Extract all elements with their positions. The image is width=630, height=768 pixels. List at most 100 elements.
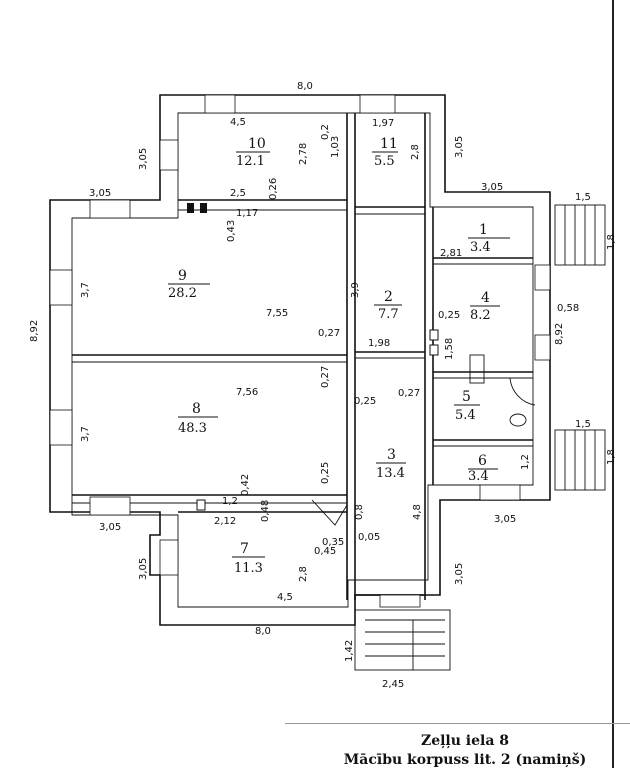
dim-d-2-12: 2,12 [214, 516, 236, 527]
caption-rule [285, 723, 630, 724]
room-10-number: 10 [248, 136, 266, 152]
dim-room9-h: 3,7 [80, 282, 91, 298]
room-8-area: 48.3 [178, 421, 207, 436]
room-3-area: 13.4 [376, 466, 405, 481]
dim-room10-w: 4,5 [230, 117, 246, 128]
room-11-number: 11 [380, 136, 398, 152]
dim-wing-c: 3,05 [454, 136, 465, 158]
dim-room3-h: 4,8 [412, 504, 423, 520]
dim-room6-h: 1,2 [520, 454, 531, 470]
dim-d-1-17: 1,17 [236, 208, 258, 219]
stair-right-bottom [554, 429, 606, 491]
window-room4-right-b [534, 334, 551, 361]
dim-wing-a: 3,05 [138, 148, 149, 170]
dim-d-1-03: 1,03 [330, 136, 341, 158]
room-9-area: 28.2 [168, 286, 197, 301]
dim-d-0-25a: 0,25 [354, 396, 376, 407]
caption-address: Zeļļu iela 8 [420, 733, 510, 749]
dim-room7-h: 2,8 [298, 566, 309, 582]
dim-top-width: 8,0 [297, 81, 313, 92]
room-5-area: 5.4 [455, 408, 476, 423]
window-room7-left [159, 539, 179, 576]
dim-d-0-27c: 0,27 [398, 388, 420, 399]
room-9-number: 9 [178, 268, 187, 284]
room-2-area: 7.7 [378, 307, 399, 322]
stair-right-top [554, 204, 606, 266]
caption-building: Mācību korpuss lit. 2 (namiņš) [343, 752, 587, 768]
room-4-number: 4 [481, 290, 490, 306]
dim-d-0-48: 0,48 [260, 500, 271, 522]
outer-walls [49, 94, 551, 626]
room-6-number: 6 [478, 453, 487, 469]
dim-room4-w: 0,58 [557, 303, 579, 314]
dim-wing-e: 3,05 [99, 522, 121, 533]
dim-stair-rt-w: 1,5 [575, 192, 591, 203]
dim-d-1-58: 1,58 [444, 338, 455, 360]
window-top-right [359, 94, 396, 114]
room-4-area: 8.2 [470, 308, 491, 323]
door-swing [509, 377, 536, 406]
interior-walls [72, 113, 533, 600]
toilet-fixture [509, 413, 527, 427]
windows [49, 94, 551, 608]
stove-fixture-a [187, 203, 194, 213]
dim-stair-rt-h: 1,8 [606, 234, 617, 250]
stove-fixture-b [200, 203, 207, 213]
dim-wing-f: 3,05 [138, 558, 149, 580]
dim-d-0-25c: 0,25 [320, 462, 331, 484]
room-7-number: 7 [240, 541, 249, 557]
dim-wing-d: 3,05 [481, 182, 503, 193]
window-top-left [204, 94, 236, 114]
room-6-area: 3.4 [468, 469, 489, 484]
room-1-area: 3.4 [470, 240, 491, 255]
dim-stair-rb-h: 1,8 [606, 449, 617, 465]
window-room9-left [49, 269, 73, 306]
window-room10-left [159, 139, 179, 171]
dim-right-height: 8,92 [554, 323, 565, 345]
dim-d-0-42: 0,42 [240, 474, 251, 496]
dim-d-0-27b: 0,27 [320, 366, 331, 388]
dim-room2-h: 3,9 [350, 282, 361, 298]
fixtures [187, 203, 536, 511]
stair-bottom [354, 609, 451, 671]
dimension-labels: 8,0 8,0 8,92 8,92 3,05 3,05 3,05 3,05 3,… [29, 81, 617, 690]
dim-room9-w: 7,55 [266, 308, 288, 319]
dim-room11-w: 1,97 [372, 118, 394, 129]
window-room8-left [49, 409, 73, 446]
room-2-number: 2 [384, 289, 393, 305]
dim-wing-b: 3,05 [89, 188, 111, 199]
dim-d-0-27a: 0,27 [318, 328, 340, 339]
window-room8-bottom [89, 496, 131, 516]
dim-d-0-43: 0,43 [226, 220, 237, 242]
room-10-area: 12.1 [236, 154, 265, 169]
dim-room7-w: 4,5 [277, 592, 293, 603]
dim-wing-h: 3,05 [454, 563, 465, 585]
stove-fixture-d [429, 329, 439, 341]
dim-room11-h: 2,8 [410, 144, 421, 160]
dim-room8-w: 7,56 [236, 387, 258, 398]
room-1-number: 1 [479, 222, 488, 238]
room-7-area: 11.3 [234, 561, 263, 576]
dim-room2-w: 1,98 [368, 338, 390, 349]
floor-plan: 10 12.1 11 5.5 9 28.2 8 48.3 7 11.3 2 7.… [29, 81, 617, 690]
dim-stair-rb-w: 1,5 [575, 419, 591, 430]
dim-stair-b-h: 1,42 [344, 640, 355, 662]
room-11-area: 5.5 [374, 154, 395, 169]
dim-d-0-25b: 0,25 [438, 310, 460, 321]
dim-stair-b-w: 2,45 [382, 679, 404, 690]
stove-fixture-e [429, 344, 439, 356]
room-5-number: 5 [462, 389, 471, 405]
stove-fixture-c [196, 499, 206, 511]
dim-room1-w: 2,81 [440, 248, 462, 259]
dim-d-0-05: 0,05 [358, 532, 380, 543]
window-room6-bottom [479, 484, 521, 501]
stairs [354, 204, 606, 671]
window-bottom-entry [379, 594, 421, 608]
dim-d-0-26: 0,26 [268, 178, 279, 200]
dim-d-2-5: 2,5 [230, 188, 246, 199]
dim-room10-h: 2,78 [298, 143, 309, 165]
dim-d-0-35: 0,35 [322, 537, 344, 548]
window-room4-right [534, 264, 551, 291]
room-labels: 10 12.1 11 5.5 9 28.2 8 48.3 7 11.3 2 7.… [168, 136, 510, 576]
dim-left-height: 8,92 [29, 320, 40, 342]
